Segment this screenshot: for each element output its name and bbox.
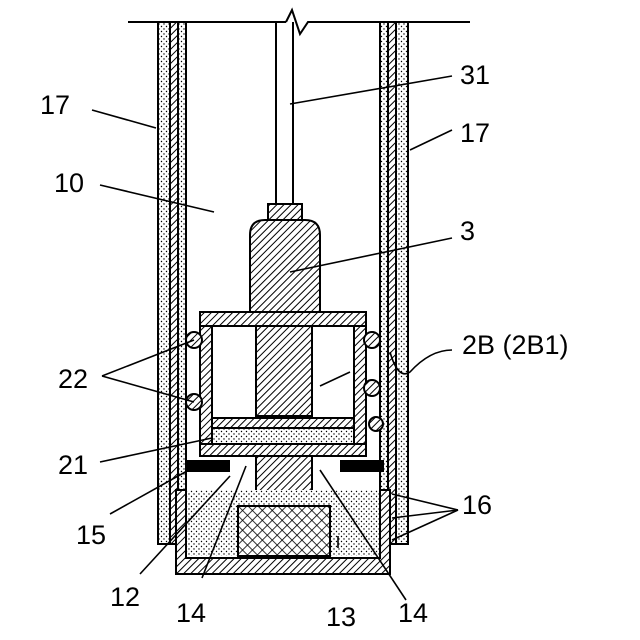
sensor-stem <box>256 326 312 416</box>
right-wall <box>380 22 408 544</box>
label-12: 12 <box>110 582 140 612</box>
housing-top-plate <box>200 312 366 326</box>
housing-left-wall <box>200 326 212 456</box>
label-15: 15 <box>76 520 106 550</box>
magnet-13 <box>238 506 330 556</box>
label-10: 10 <box>54 168 84 198</box>
float-plate-21 <box>212 418 354 428</box>
label-3: 3 <box>460 216 475 246</box>
label-17-left: 17 <box>40 90 70 120</box>
label-14-left: 14 <box>176 598 206 628</box>
housing-bottom <box>200 444 366 456</box>
label-13: 13 <box>326 602 356 632</box>
left-wall <box>158 22 186 544</box>
label-14-right: 14 <box>398 598 428 628</box>
float-plate-21-base <box>212 428 354 444</box>
label-22: 22 <box>58 364 88 394</box>
sensor-body-3 <box>250 220 320 318</box>
label-21: 21 <box>58 450 88 480</box>
cable-31 <box>276 22 293 205</box>
label-17-right: 17 <box>460 118 490 148</box>
label-31: 31 <box>460 60 490 90</box>
label-2b: 2B (2B1) <box>462 330 569 360</box>
label-16: 16 <box>462 490 492 520</box>
